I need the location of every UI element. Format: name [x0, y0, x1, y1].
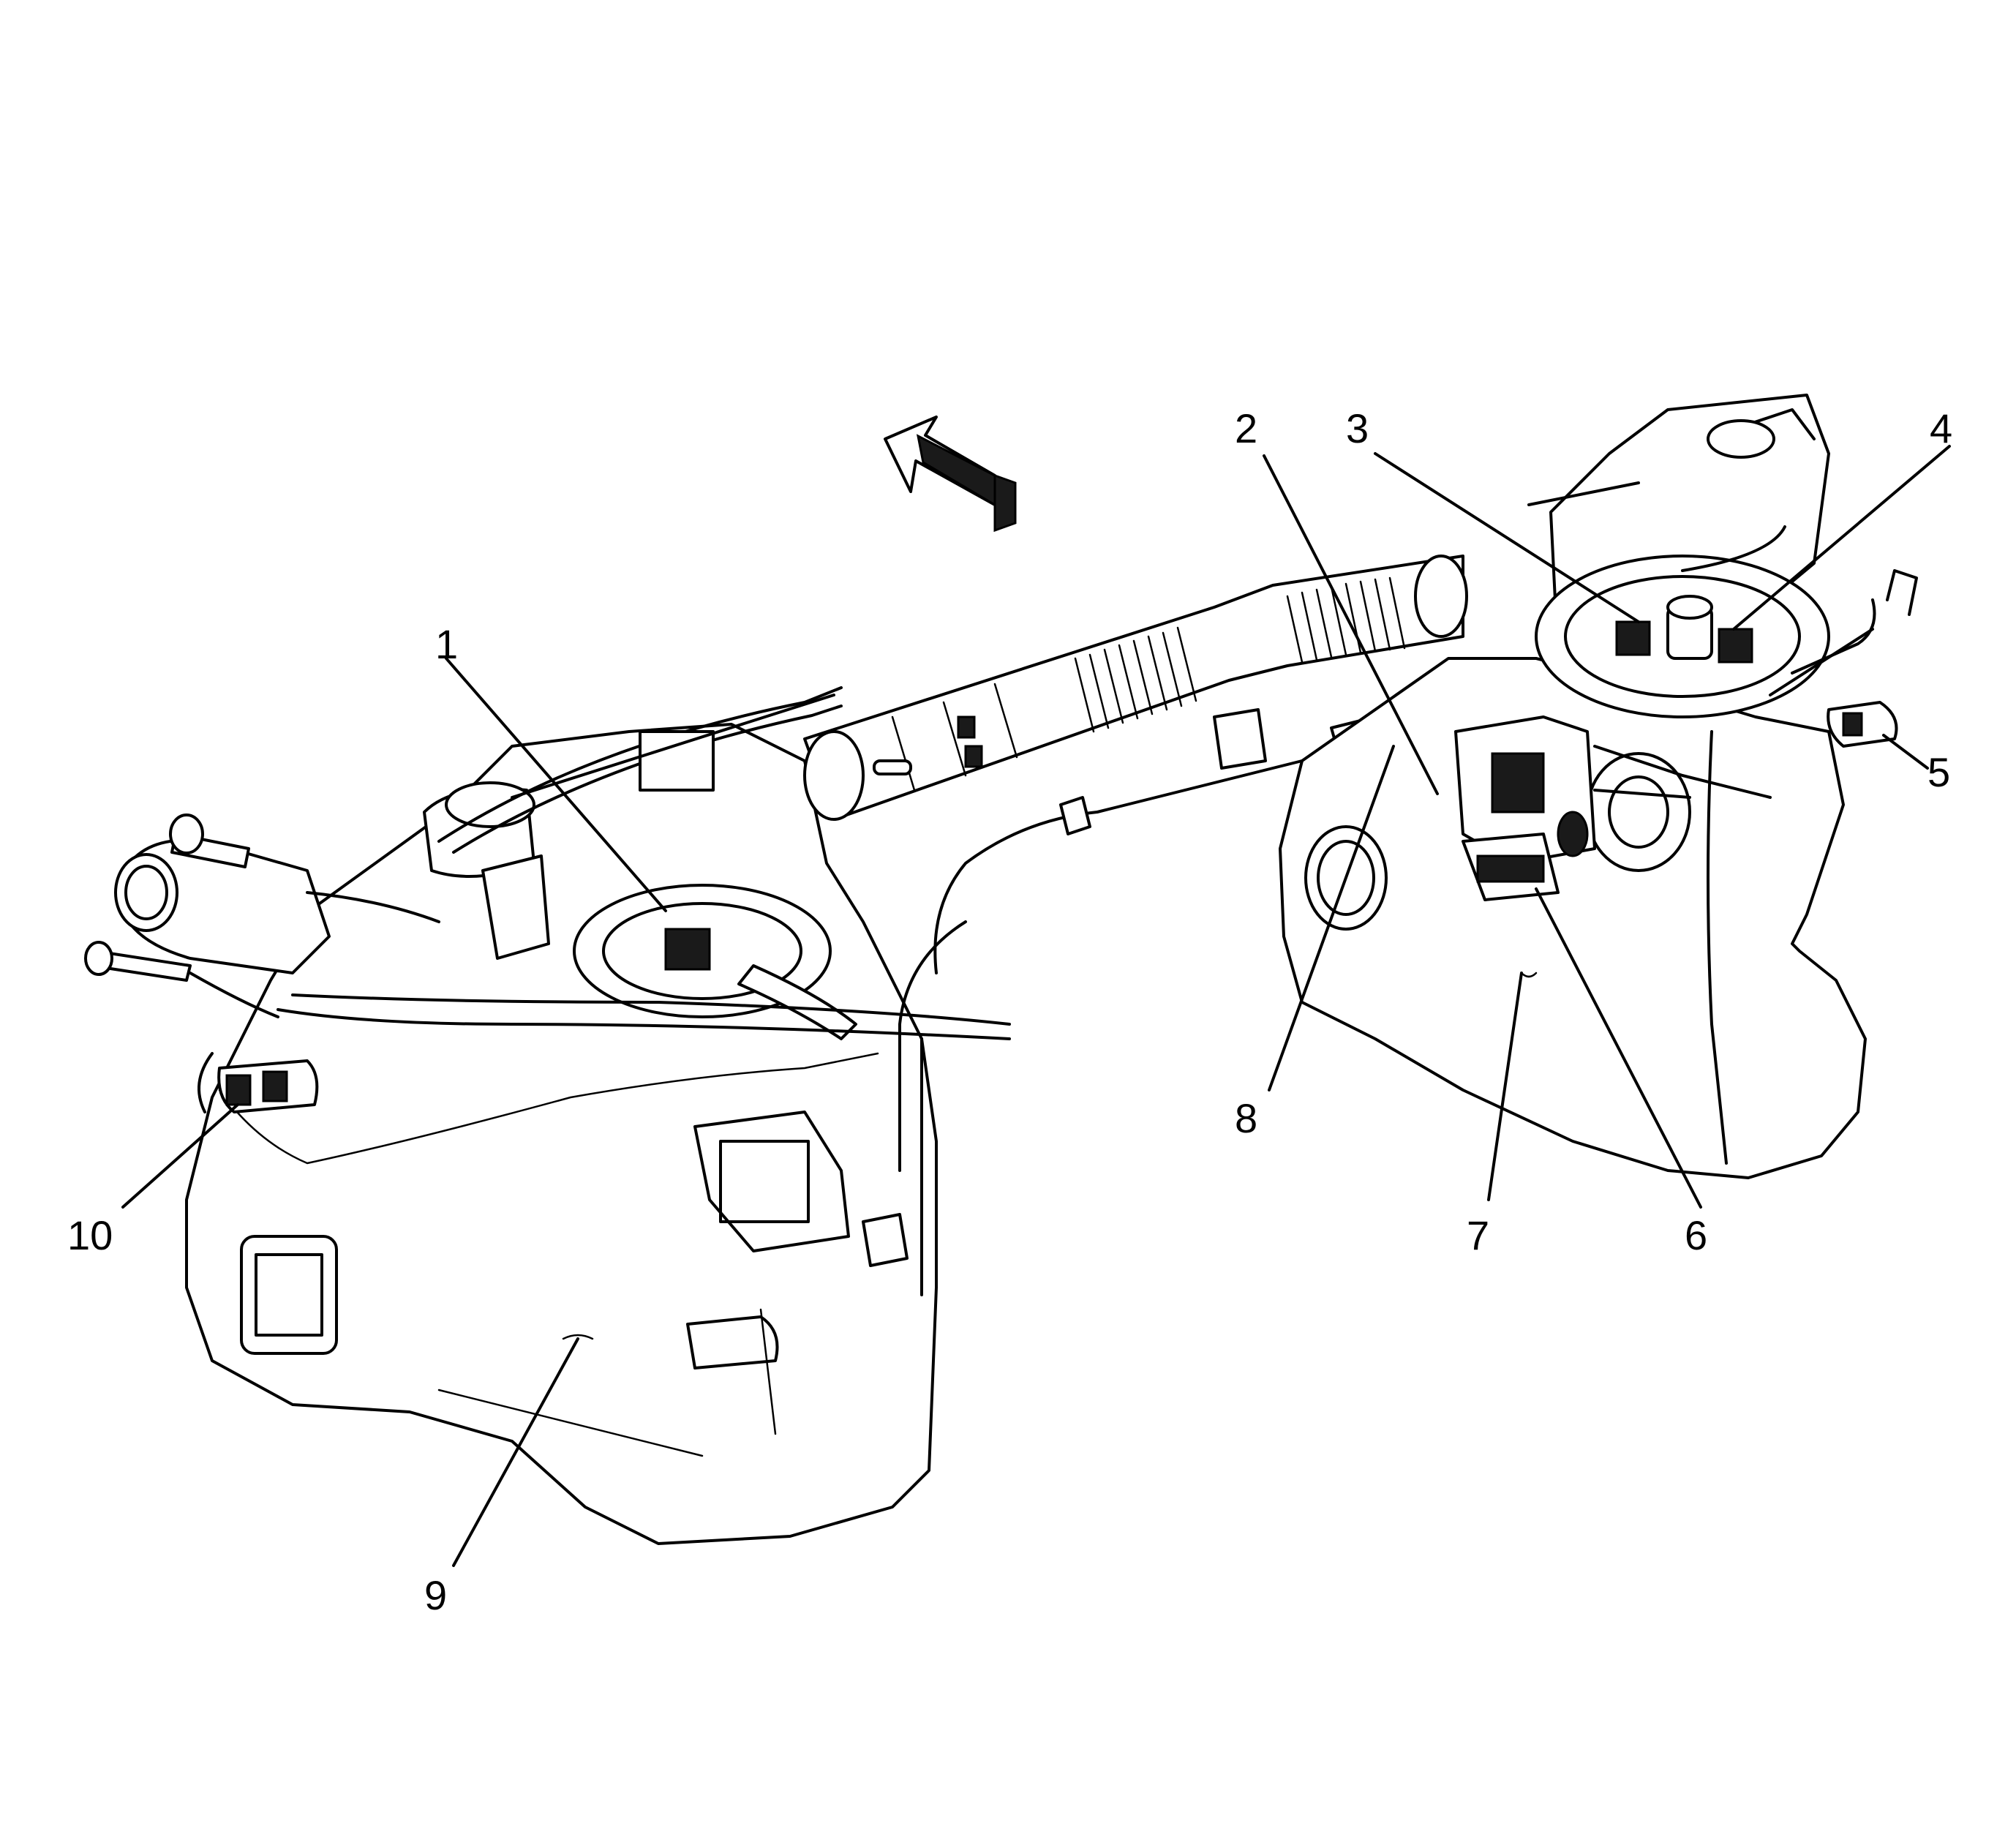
connector-5 [1827, 569, 1918, 748]
leader-8 [1268, 745, 1395, 1092]
evap-valve-6 [1454, 715, 1772, 901]
leader-5 [1882, 734, 1929, 770]
callout-7: 7 [1467, 1212, 1489, 1258]
leader-9 [452, 1337, 579, 1567]
direction-arrow-icon [884, 416, 1017, 533]
leader-1 [445, 657, 667, 912]
callout-8: 8 [1235, 1095, 1257, 1141]
callout-3: 3 [1346, 405, 1369, 451]
callout-2: 2 [1235, 405, 1257, 451]
leader-lines [121, 445, 1951, 1567]
left-fuel-tank [185, 723, 938, 1545]
callout-9: 9 [424, 1572, 447, 1618]
callout-6: 6 [1685, 1212, 1707, 1258]
callout-10: 10 [67, 1212, 113, 1258]
callout-labels: 1 2 3 4 5 6 7 8 9 10 [67, 405, 1952, 1618]
leader-4 [1732, 445, 1951, 631]
leader-6 [1535, 887, 1702, 1209]
leader-3 [1374, 452, 1640, 623]
callout-5: 5 [1927, 749, 1950, 795]
right-fuel-tank [1279, 657, 1867, 1179]
connector-10 [198, 1052, 319, 1113]
leader-7 [1487, 972, 1523, 1201]
right-fuel-module [1527, 394, 1876, 718]
crossover-tube [803, 555, 1468, 821]
filler-neck [84, 686, 1011, 1040]
leader-2 [1263, 454, 1439, 795]
leader-10 [121, 1103, 239, 1209]
callout-4: 4 [1930, 405, 1952, 451]
callout-1: 1 [435, 621, 458, 667]
